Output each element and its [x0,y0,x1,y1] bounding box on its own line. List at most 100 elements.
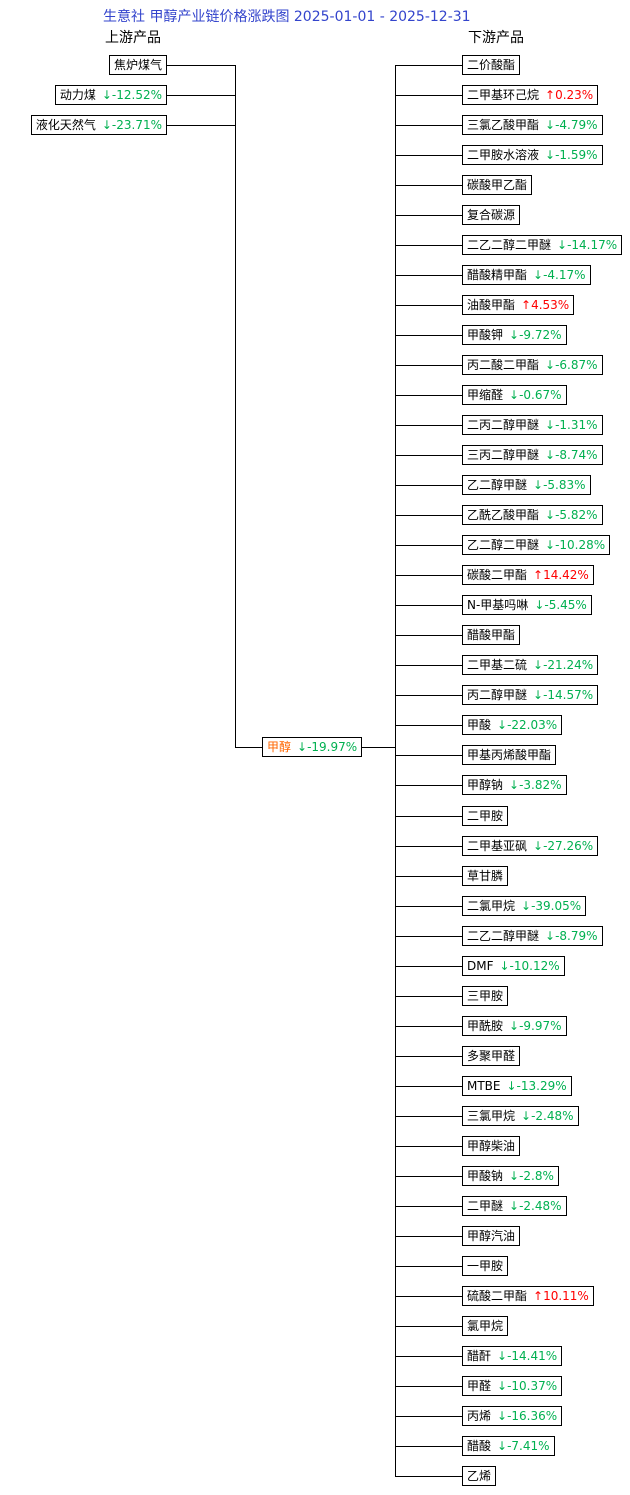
connector-line [395,245,466,246]
downstream-node-label: 一甲胺 [467,1259,504,1273]
downstream-node-label: 丙二酸二甲酯 [467,358,540,372]
downstream-node: 乙二醇二甲醚↓-10.28% [462,535,611,555]
downstream-node: 甲酰胺↓-9.97% [462,1016,567,1036]
downstream-node-label: N-甲基吗啉 [467,598,529,612]
downstream-node-label: 三氯乙酸甲酯 [467,118,540,132]
downstream-node: 丙二醇甲醚↓-14.57% [462,685,599,705]
connector-line [395,846,466,847]
down-arrow-change: ↓-27.26% [533,839,594,853]
downstream-node: 三氯乙酸甲酯 ↓-4.79% [462,115,603,135]
downstream-node-label: 二甲醚 [467,1199,504,1213]
downstream-node: 复合碳源 [462,205,521,225]
connector-line [395,275,466,276]
down-arrow-change: ↓-14.17% [557,238,618,252]
downstream-node-label: 丙烯 [467,1409,492,1423]
down-arrow-change: ↓-3.82% [509,778,562,792]
connector-line [395,1476,466,1477]
connector-line [395,1116,466,1117]
downstream-node: 油酸甲酯↑4.53% [462,295,575,315]
downstream-node: MTBE ↓-13.29% [462,1076,572,1096]
downstream-node-label: 硫酸二甲酯 [467,1289,528,1303]
downstream-node: 二价酸酯 [462,55,521,75]
down-arrow-change: ↓-1.59% [545,148,598,162]
up-arrow-change: ↑0.23% [545,88,594,102]
downstream-node: 二甲胺水溶液↓-1.59% [462,145,603,165]
downstream-node: 甲酸钾 ↓-9.72% [462,325,567,345]
connector-line [395,455,466,456]
upstream-node-label: 焦炉煤气 [113,58,162,72]
connector-line [150,65,236,66]
down-arrow-change: ↓-9.72% [509,328,562,342]
down-arrow-change: ↓-6.87% [545,358,598,372]
connector-line [395,1296,466,1297]
down-arrow-change: ↓-13.29% [506,1079,567,1093]
downstream-node-label: 甲醇钠 [467,778,504,792]
downstream-node: 甲酸↓-22.03% [462,715,563,735]
downstream-node-label: 甲缩醛 [467,388,504,402]
downstream-node: 二甲醚↓-2.48% [462,1196,567,1216]
connector-line [395,1056,466,1057]
down-arrow-change: ↓-23.71% [101,118,162,132]
downstream-node: 丙二酸二甲酯 ↓-6.87% [462,355,603,375]
down-arrow-change: ↓-12.52% [101,88,162,102]
downstream-node-label: 二乙二醇二甲醚 [467,238,552,252]
downstream-node: 碳酸二甲酯↑14.42% [462,565,594,585]
connector-line [395,695,466,696]
downstream-node: 二乙二醇二甲醚 ↓-14.17% [462,235,623,255]
downstream-node: 乙二醇甲醚↓-5.83% [462,475,591,495]
connector-line [395,605,466,606]
connector-line [395,395,466,396]
down-arrow-change: ↓-16.36% [497,1409,558,1423]
down-arrow-change: ↓-7.41% [497,1439,550,1453]
connector-line [395,665,466,666]
downstream-node-label: DMF [467,959,494,973]
upstream-node: 液化天然气↓-23.71% [30,115,167,135]
connector-line [395,966,466,967]
downstream-node: 三丙二醇甲醚↓-8.74% [462,445,603,465]
methanol-node: 甲醇↓-19.97% [262,737,363,757]
down-arrow-change: ↓-2.8% [509,1169,554,1183]
downstream-node-label: 醋酸甲酯 [467,628,516,642]
connector-line [395,125,466,126]
downstream-node: 醋酸甲酯 [462,625,521,645]
downstream-node-label: MTBE [467,1079,501,1093]
down-arrow-change: ↓-4.17% [533,268,586,282]
downstream-node: 乙烯 [462,1466,497,1486]
downstream-node-label: 二乙二醇甲醚 [467,929,540,943]
connector-line [395,1446,466,1447]
downstream-node-label: 甲酸钾 [467,328,504,342]
down-arrow-change: ↓-4.79% [545,118,598,132]
connector-line [395,1026,466,1027]
downstream-node-label: 乙二醇二甲醚 [467,538,540,552]
connector-line [395,1326,466,1327]
downstream-node-label: 碳酸二甲酯 [467,568,528,582]
up-arrow-change: ↑4.53% [521,298,570,312]
downstream-node: 二甲基二硫↓-21.24% [462,655,599,675]
downstream-node-label: 甲醇柴油 [467,1139,516,1153]
downstream-node-label: 三甲胺 [467,989,504,1003]
downstream-node-label: 复合碳源 [467,208,516,222]
downstream-node: 甲基丙烯酸甲酯 [462,745,557,765]
up-arrow-change: ↑10.11% [533,1289,589,1303]
connector-line [395,1386,466,1387]
downstream-node: 碳酸甲乙酯 [462,175,533,195]
downstream-node-label: 二甲基亚砜 [467,839,528,853]
connector-line [235,65,236,748]
connector-line [395,906,466,907]
connector-line [395,1206,466,1207]
downstream-node-label: 甲醛 [467,1379,492,1393]
downstream-node: 甲醇柴油 [462,1136,521,1156]
downstream-node-label: 乙二醇甲醚 [467,478,528,492]
connector-line [395,185,466,186]
downstream-node-label: 醋酸精甲酯 [467,268,528,282]
connector-line [395,365,466,366]
connector-line [395,785,466,786]
down-arrow-change: ↓-5.45% [534,598,587,612]
downstream-node: 醋酸精甲酯 ↓-4.17% [462,265,591,285]
downstream-node: 丙烯 ↓-16.36% [462,1406,563,1426]
downstream-node-label: 甲醇汽油 [467,1229,516,1243]
downstream-node-label: 二甲胺 [467,809,504,823]
upstream-node: 动力煤↓-12.52% [54,85,167,105]
downstream-node: 二氯甲烷↓-39.05% [462,896,587,916]
